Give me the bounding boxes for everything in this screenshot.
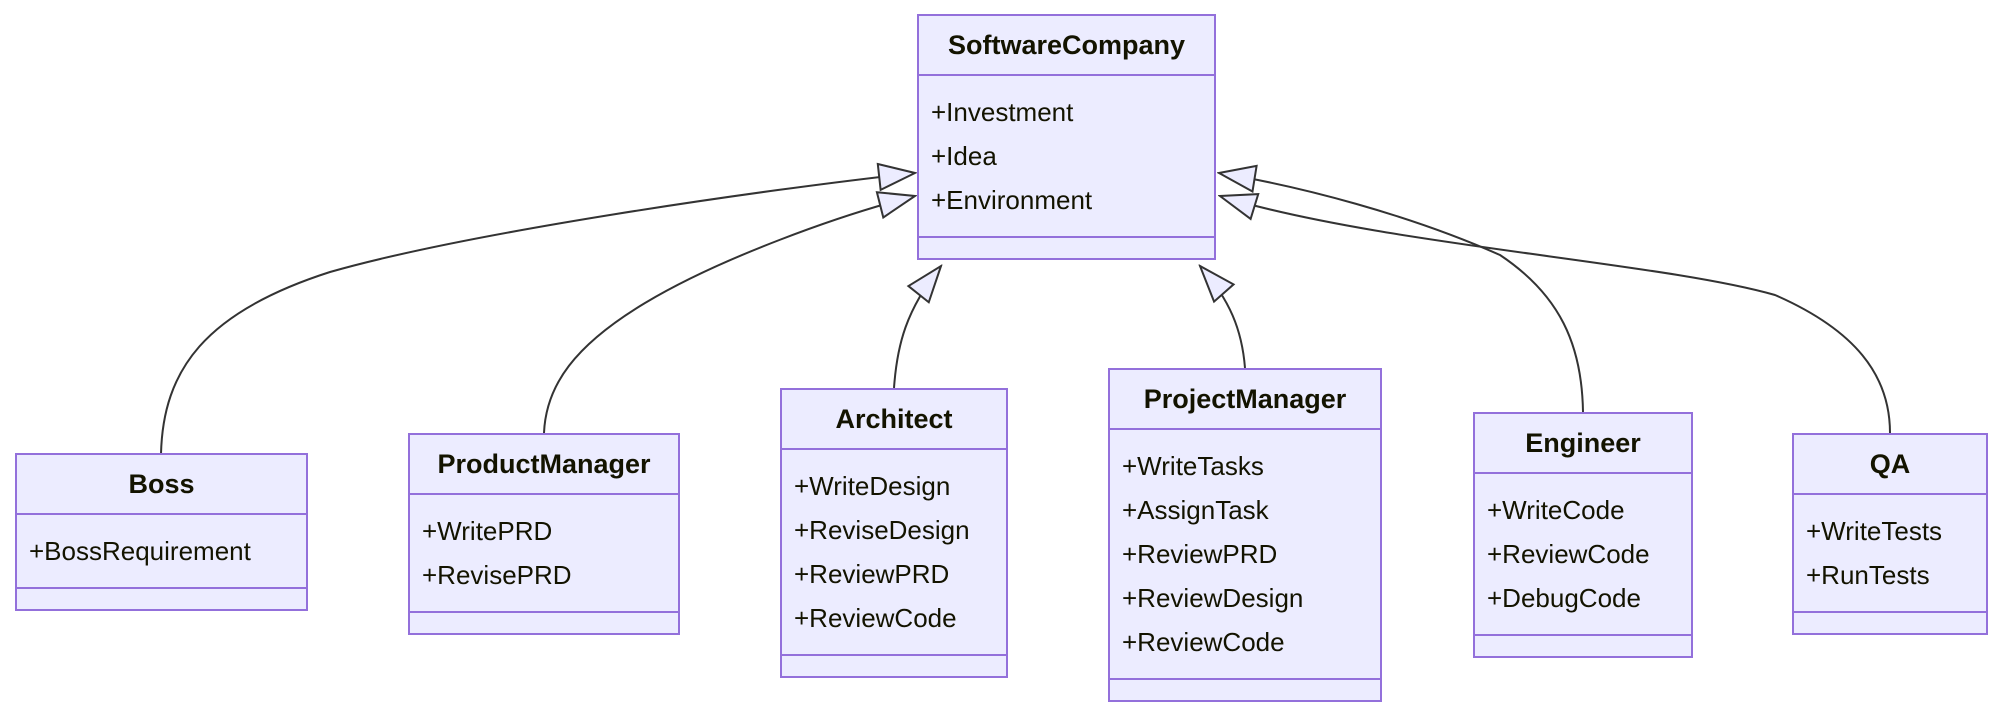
class-attribute: +WriteTests	[1806, 516, 1943, 546]
class-attribute: +AssignTask	[1122, 495, 1269, 525]
class-attribute-list: +BossRequirement	[17, 515, 306, 589]
class-name: QA	[1794, 435, 1986, 495]
class-node-engineer: Engineer +WriteCode +ReviewCode +DebugCode	[1473, 412, 1693, 658]
class-methods-empty	[17, 589, 306, 609]
edge-engineer-extends-software-company	[1219, 173, 1584, 413]
class-attribute: +Environment	[931, 185, 1093, 215]
class-attribute: +WriteCode	[1487, 495, 1625, 525]
class-node-project-manager: ProjectManager +WriteTasks +AssignTask +Re…	[1108, 368, 1382, 702]
class-name: Engineer	[1475, 414, 1691, 474]
class-attribute: +ReviewCode	[794, 603, 957, 633]
class-attribute: +ReviseDesign	[794, 515, 970, 545]
class-attribute: +BossRequirement	[29, 536, 251, 566]
class-name: Architect	[782, 390, 1006, 450]
class-attribute: +WriteTasks	[1122, 451, 1264, 481]
class-node-software-company: SoftwareCompany +Investment +Idea +Environ…	[917, 14, 1216, 260]
class-node-architect: Architect +WriteDesign +ReviseDesign +Revi…	[780, 388, 1008, 678]
class-attribute: +ReviewPRD	[1122, 539, 1278, 569]
class-attribute: +ReviewPRD	[794, 559, 950, 589]
class-name: SoftwareCompany	[919, 16, 1214, 76]
edge-qa-extends-software-company	[1220, 196, 1891, 434]
class-methods-empty	[1475, 636, 1691, 656]
class-attribute: +ReviewCode	[1122, 627, 1285, 657]
class-attribute: +DebugCode	[1487, 583, 1641, 613]
class-attribute: +Investment	[931, 97, 1074, 127]
edge-architect-extends-software-company	[893, 266, 941, 389]
edge-boss-extends-software-company	[160, 173, 915, 455]
class-name: ProjectManager	[1110, 370, 1380, 430]
class-methods-empty	[410, 613, 678, 633]
class-attribute-list: +WritePRD +RevisePRD	[410, 495, 678, 613]
class-methods-empty	[1794, 613, 1986, 633]
class-attribute: +ReviewCode	[1487, 539, 1650, 569]
class-attribute-list: +Investment +Idea +Environment	[919, 76, 1214, 238]
class-methods-empty	[782, 656, 1006, 676]
class-attribute: +ReviewDesign	[1122, 583, 1304, 613]
class-attribute: +RevisePRD	[422, 560, 572, 590]
class-methods-empty	[1110, 680, 1380, 700]
edge-product-manager-extends-software-company	[543, 196, 915, 434]
class-node-product-manager: ProductManager +WritePRD +RevisePRD	[408, 433, 680, 635]
class-attribute: +WriteDesign	[794, 471, 951, 501]
class-attribute-list: +WriteCode +ReviewCode +DebugCode	[1475, 474, 1691, 636]
class-attribute: +WritePRD	[422, 516, 553, 546]
class-name: Boss	[17, 455, 306, 515]
class-attribute-list: +WriteTasks +AssignTask +ReviewPRD +ReviewD…	[1110, 430, 1380, 680]
class-attribute-list: +WriteTests +RunTests	[1794, 495, 1986, 613]
edge-project-manager-extends-software-company	[1200, 266, 1246, 369]
class-node-qa: QA +WriteTests +RunTests	[1792, 433, 1988, 635]
class-name: ProductManager	[410, 435, 678, 495]
class-node-boss: Boss +BossRequirement	[15, 453, 308, 611]
class-attribute-list: +WriteDesign +ReviseDesign +ReviewPRD +Revi…	[782, 450, 1006, 656]
class-methods-empty	[919, 238, 1214, 258]
class-attribute: +Idea	[931, 141, 997, 171]
class-attribute: +RunTests	[1806, 560, 1930, 590]
